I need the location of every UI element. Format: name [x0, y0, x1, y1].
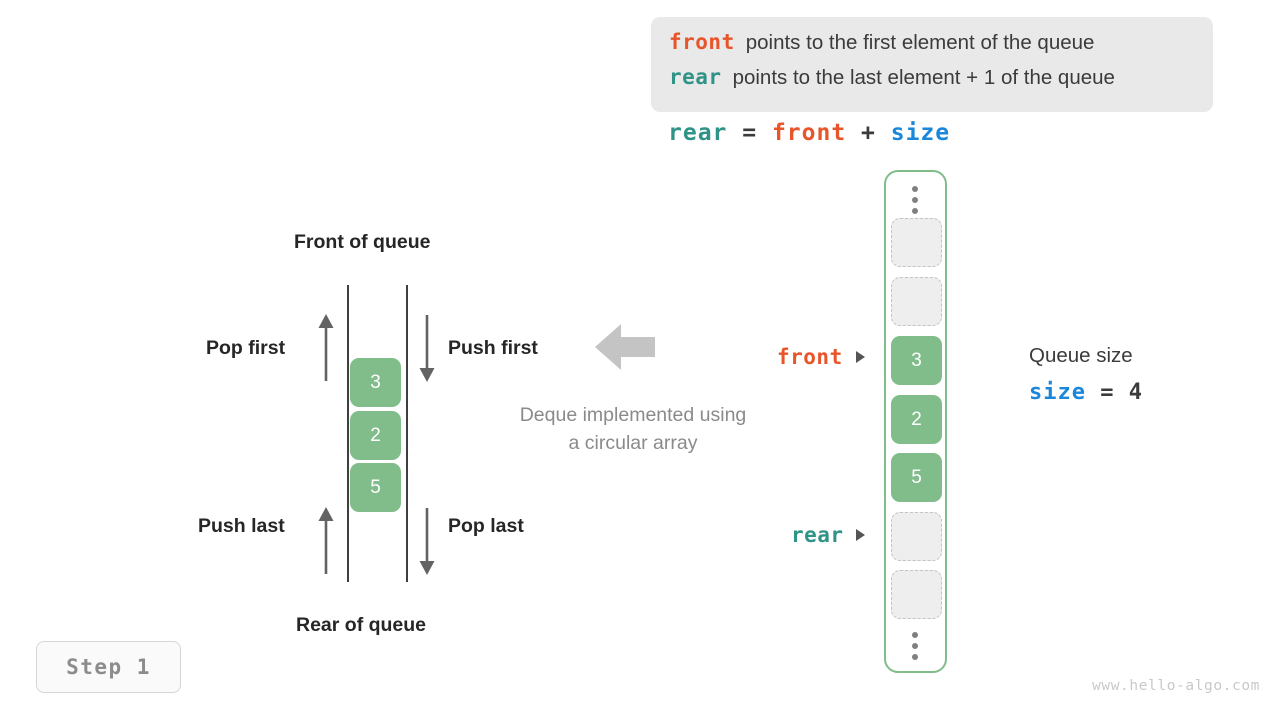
array-slot-empty	[891, 512, 942, 561]
front-of-queue-label: Front of queue	[294, 231, 431, 253]
keyword-rear: rear	[669, 65, 722, 89]
array-slot-empty	[891, 218, 942, 267]
array-slot-filled: 2	[891, 395, 942, 444]
keyword-front: front	[669, 30, 735, 54]
formula-lhs: rear	[668, 120, 728, 146]
array-slot-filled: 5	[891, 453, 942, 502]
formula-rhs-size: size	[890, 120, 951, 146]
pop-first-label: Pop first	[206, 337, 286, 359]
formula-equals: =	[727, 120, 772, 146]
formula-rhs-front: front	[771, 120, 847, 146]
annotation-line-rear: rear points to the last element + 1 of t…	[669, 65, 1195, 100]
arrow-right-pointer-icon	[856, 351, 865, 363]
annotation-text-front: points to the first element of the queue	[745, 31, 1095, 54]
deque-cell: 2	[350, 411, 401, 460]
deque-guide-line-right	[406, 285, 408, 582]
step-badge: Step 1	[36, 641, 181, 693]
array-slot-empty	[891, 277, 942, 326]
rear-pointer-label: rear	[791, 523, 844, 547]
vertical-ellipsis-icon	[912, 632, 920, 660]
pop-last-label: Pop last	[448, 515, 524, 537]
annotation-text-rear: points to the last element + 1 of the qu…	[732, 66, 1115, 89]
size-variable: size	[1029, 380, 1086, 405]
center-note-line-2: a circular array	[568, 432, 698, 454]
arrow-right-pointer-icon	[856, 529, 865, 541]
array-slot-empty	[891, 570, 942, 619]
size-equals: =	[1085, 380, 1129, 405]
array-slot-filled: 3	[891, 336, 942, 385]
circular-array-column: 3 2 5	[884, 170, 947, 673]
push-first-label: Push first	[448, 337, 538, 359]
queue-size-title: Queue size	[1029, 344, 1133, 367]
arrow-up-push-last-icon	[318, 507, 334, 574]
deque-guide-line-left	[347, 285, 349, 582]
watermark: www.hello-algo.com	[1092, 678, 1260, 694]
rear-of-queue-label: Rear of queue	[296, 614, 427, 636]
center-note: Deque implemented using a circular array	[493, 401, 773, 457]
push-last-label: Push last	[198, 515, 285, 537]
annotation-box: front points to the first element of the…	[651, 17, 1213, 112]
annotation-line-front: front points to the first element of the…	[669, 30, 1195, 65]
queue-size-expression: size = 4	[1029, 380, 1143, 405]
deque-cell: 3	[350, 358, 401, 407]
arrow-up-pop-first-icon	[318, 314, 334, 381]
front-pointer-label: front	[777, 345, 843, 369]
size-value: 4	[1128, 380, 1143, 405]
vertical-ellipsis-icon	[912, 186, 920, 214]
deque-cell: 5	[350, 463, 401, 512]
center-note-line-1: Deque implemented using	[519, 404, 747, 426]
formula-plus: +	[846, 120, 891, 146]
arrow-down-pop-last-icon	[419, 508, 435, 575]
formula-rear-equals-front-plus-size: rear = front + size	[668, 120, 950, 146]
arrow-down-push-first-icon	[419, 315, 435, 382]
arrow-left-icon	[595, 324, 655, 370]
